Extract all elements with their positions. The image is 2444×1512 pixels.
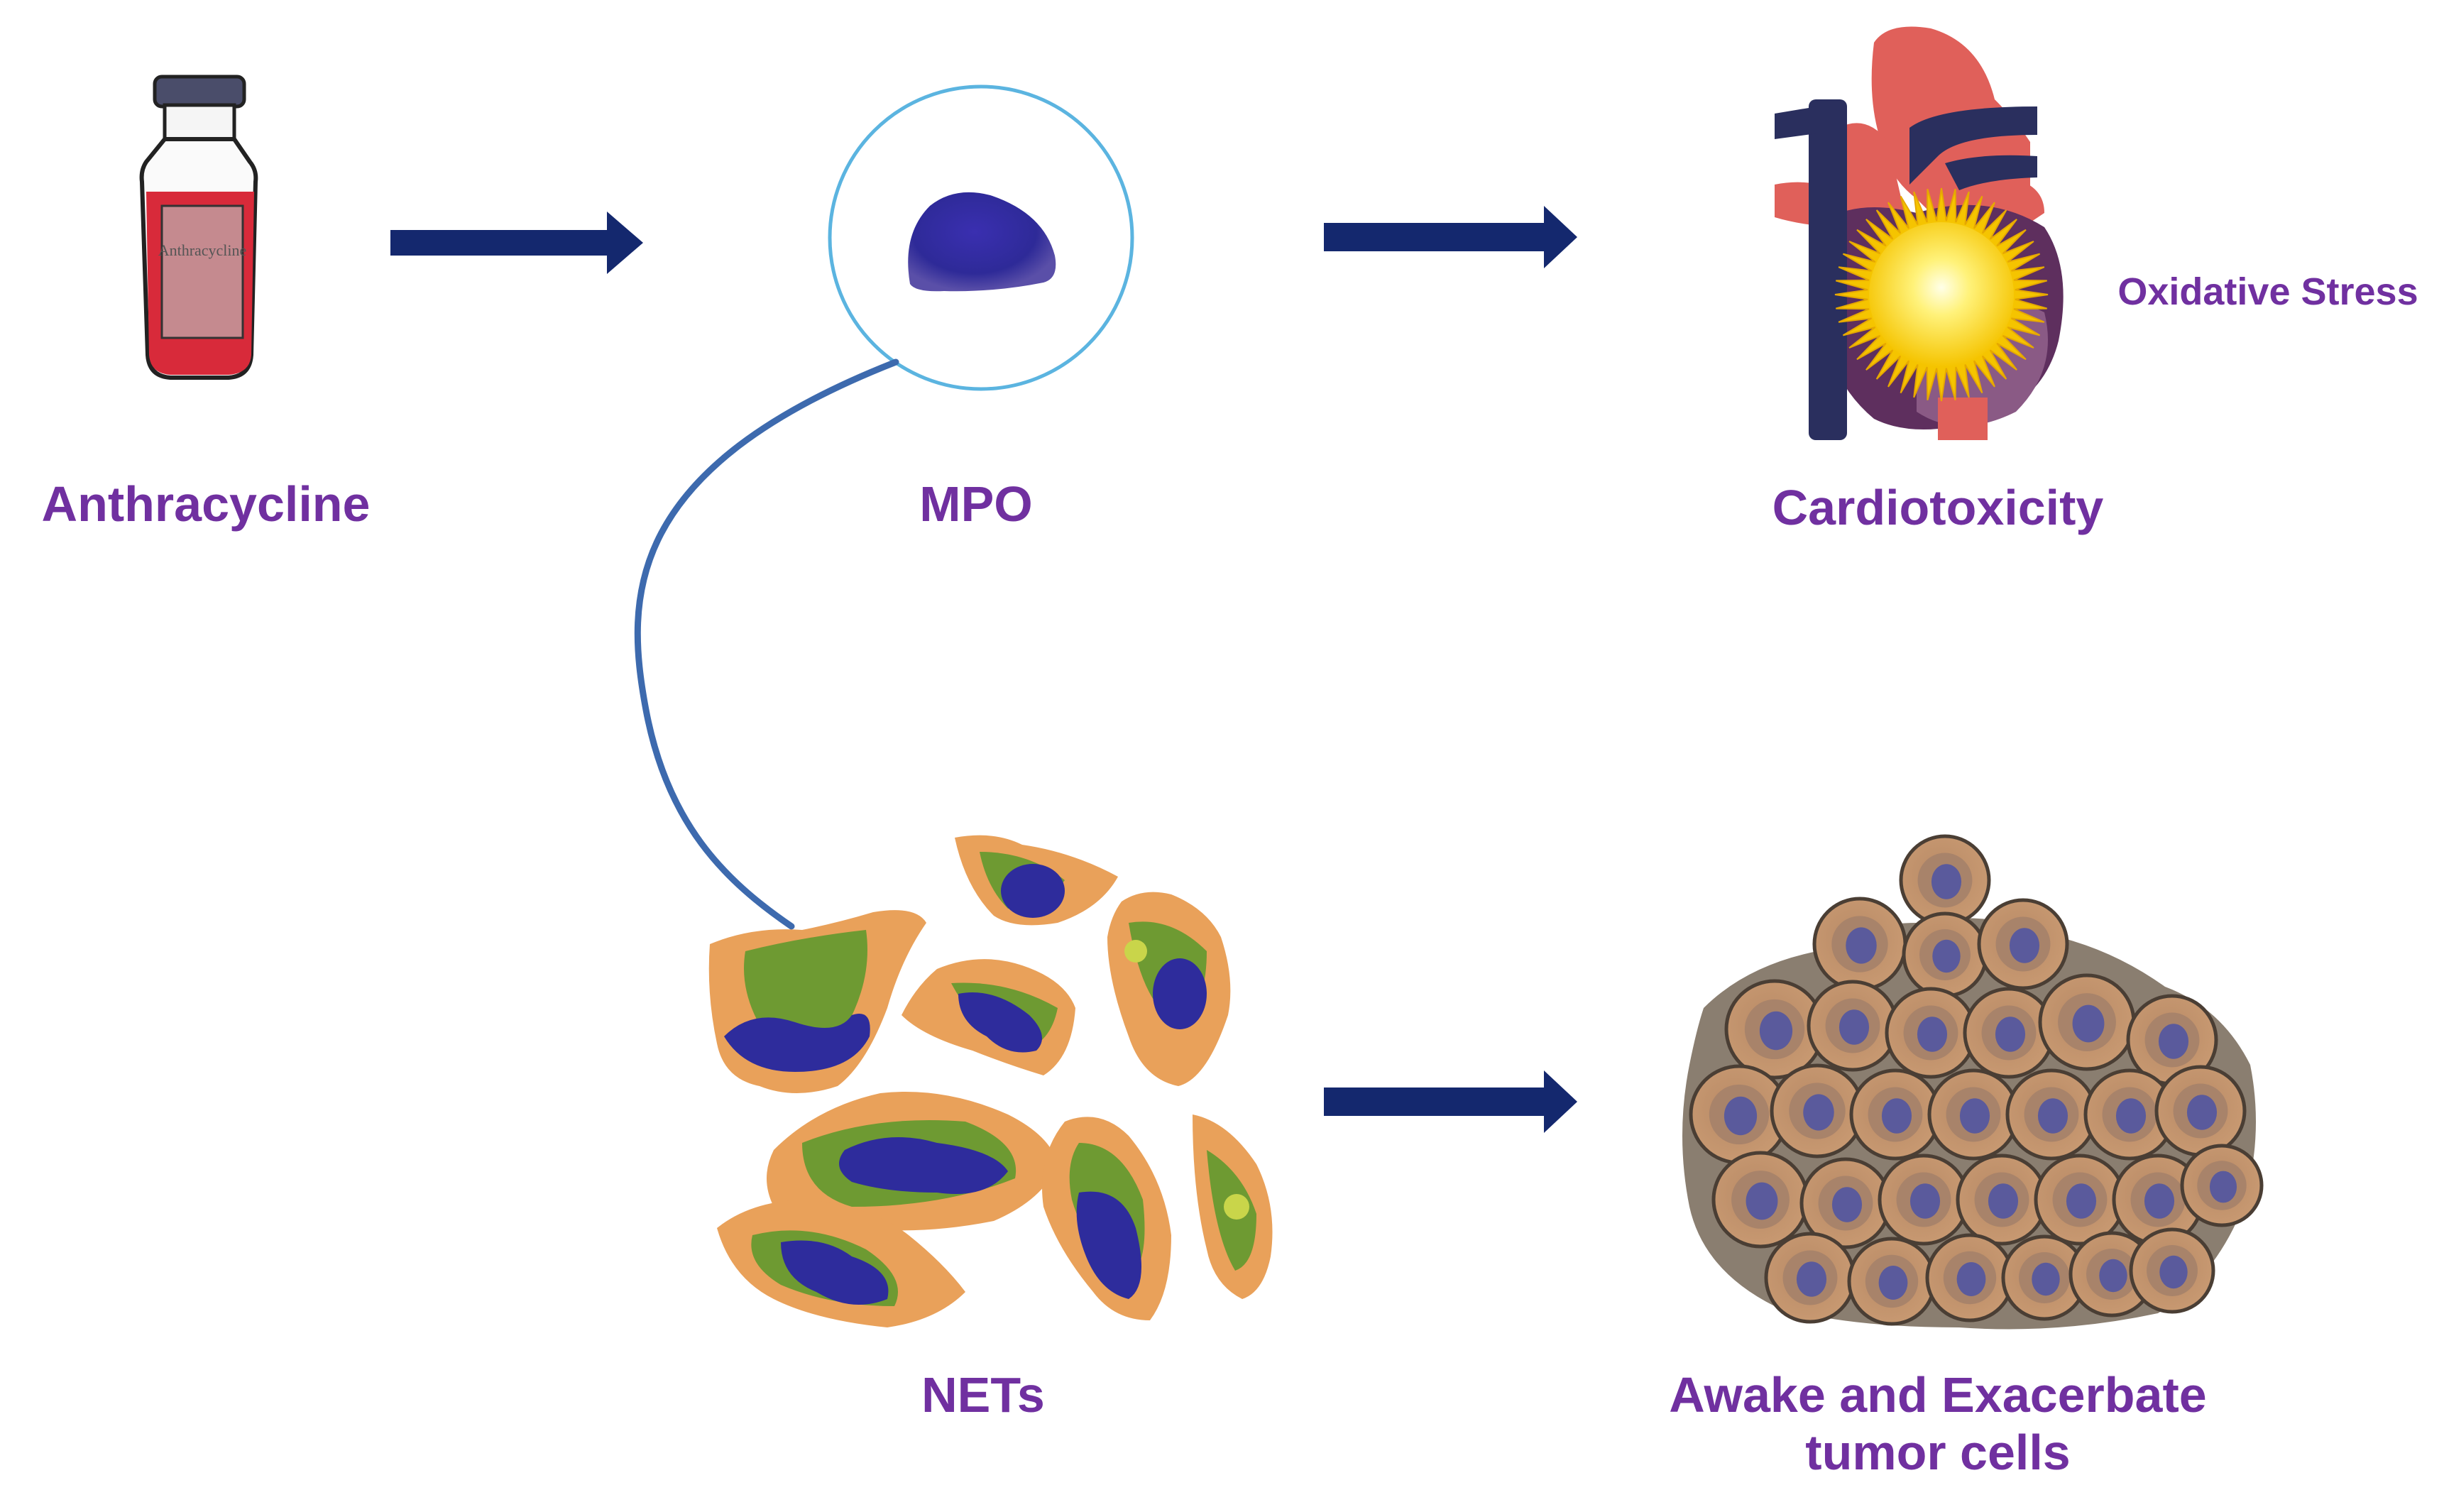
net-cell-yellow — [1124, 940, 1147, 963]
tumor-cell — [2034, 1154, 2126, 1246]
tumor-nucleus — [1959, 1098, 1990, 1134]
tumor-cell — [2129, 1227, 2215, 1314]
tumor-cell — [2001, 1234, 2088, 1321]
tumor-nucleus — [2066, 1183, 2097, 1219]
tumor-cell — [2154, 1065, 2247, 1157]
heart-descending-aorta — [1938, 398, 1988, 440]
arrow-vial-to-mpo — [390, 212, 643, 274]
tumor-cell — [1812, 897, 1907, 992]
tumor-nucleus — [1931, 864, 1962, 899]
tumor-cell — [1764, 1232, 1856, 1324]
tumor-cell — [1927, 1068, 2020, 1161]
heart-pulmonary-branch — [1909, 106, 2037, 185]
tumor-cell — [1878, 1154, 1970, 1246]
heart-icon — [1775, 26, 2064, 440]
arrow-nets-to-tumor — [1324, 1070, 1577, 1133]
vial-neck — [163, 103, 236, 141]
tumor-nucleus — [2032, 1262, 2060, 1296]
tumor-nucleus — [2009, 928, 2040, 963]
tumor-nucleus — [1881, 1098, 1912, 1134]
tumor-nucleus — [1796, 1261, 1827, 1297]
tumor-cell — [1799, 1157, 1892, 1249]
tumor-nucleus — [1746, 1182, 1778, 1220]
tumor-cells-icon — [1682, 834, 2264, 1330]
tumor-nucleus — [2159, 1255, 2188, 1289]
mpo-cell — [908, 192, 1056, 292]
tumor-cell — [2068, 1231, 2155, 1317]
vial-label-text: Anthracycline — [158, 241, 247, 259]
net-cell-nucleus — [958, 992, 1042, 1053]
tumor-nucleus — [1932, 939, 1961, 973]
net-cell-nucleus — [1076, 1191, 1141, 1299]
tumor-nucleus — [2144, 1183, 2175, 1219]
net-cell-nucleus — [781, 1240, 889, 1305]
tumor-nucleus — [1831, 1187, 1863, 1222]
net-cell-yellow — [1224, 1194, 1249, 1220]
tumor-nucleus — [2209, 1171, 2237, 1203]
tumor-nucleus — [2099, 1259, 2127, 1293]
tumor-nucleus — [2072, 1004, 2105, 1043]
tumor-cell — [1849, 1068, 1941, 1161]
oxidative-stress-burst — [1834, 187, 2049, 402]
tumor-cell — [1724, 979, 1825, 1080]
arrow-mpo-to-heart — [1324, 206, 1577, 268]
tumor-nucleus — [1988, 1183, 2019, 1219]
net-cell-green — [744, 930, 867, 1042]
tumor-nucleus — [2158, 1024, 2189, 1059]
label-tumor-line1: Awake and Exacerbate — [1669, 1367, 2207, 1423]
tumor-nucleus — [1878, 1266, 1908, 1300]
tumor-nucleus — [1803, 1094, 1834, 1131]
tumor-cell — [1711, 1151, 1809, 1249]
tumor-nucleus — [1759, 1011, 1793, 1051]
vial-cap — [153, 75, 246, 109]
label-oxidative-stress: Oxidative Stress — [2117, 270, 2418, 313]
tumor-cell — [2005, 1068, 2098, 1161]
tumor-nucleus — [1995, 1017, 2026, 1052]
vial-icon: Anthracycline — [139, 75, 258, 380]
tumor-nucleus — [1909, 1183, 1941, 1219]
tumor-nucleus — [1917, 1017, 1948, 1052]
tumor-cell — [1847, 1237, 1936, 1326]
tumor-nucleus — [1724, 1096, 1758, 1136]
tumor-nucleus — [2037, 1098, 2068, 1134]
tumor-cell — [1807, 980, 1899, 1072]
tumor-nucleus — [1846, 927, 1877, 964]
tumor-cell — [1956, 1154, 2048, 1246]
tumor-cell — [1899, 834, 1991, 926]
label-anthracycline: Anthracycline — [41, 476, 371, 532]
net-cells-icon — [708, 835, 1273, 1327]
tumor-nucleus — [2186, 1095, 2218, 1130]
connector-mpo-to-nets — [634, 358, 899, 930]
tumor-cell — [2112, 1154, 2204, 1246]
tumor-nucleus — [1839, 1009, 1870, 1045]
tumor-cell — [1977, 898, 2069, 990]
label-nets: NETs — [921, 1367, 1045, 1423]
vial-label — [160, 204, 244, 339]
tumor-cell — [1963, 987, 2055, 1079]
net-cell-nucleus — [1001, 864, 1065, 918]
label-tumor-cells: Awake and Exacerbate tumor cells — [1547, 1366, 2328, 1481]
net-cell-nucleus — [724, 1014, 870, 1072]
tumor-cell — [1902, 911, 1988, 998]
tumor-nucleus — [1956, 1262, 1986, 1296]
label-cardiotoxicity: Cardiotoxicity — [1772, 480, 2104, 535]
net-cell-nucleus — [1153, 958, 1207, 1029]
tumor-cell — [1925, 1233, 2015, 1322]
tumor-cell — [1885, 987, 1977, 1079]
heart-pulmonary-artery — [1775, 106, 1817, 139]
net-cell-nucleus — [839, 1137, 1008, 1194]
mpo-cell-icon — [828, 84, 1134, 391]
tumor-cell — [2038, 973, 2136, 1071]
label-mpo: MPO — [919, 476, 1033, 532]
label-tumor-line2: tumor cells — [1805, 1424, 2071, 1480]
tumor-nucleus — [2115, 1098, 2147, 1134]
tumor-cell — [1770, 1063, 1865, 1158]
heart-vena-cava — [1809, 99, 1847, 440]
heart-pulmonary-branch-2 — [1945, 155, 2037, 190]
tumor-cell — [2180, 1144, 2264, 1227]
